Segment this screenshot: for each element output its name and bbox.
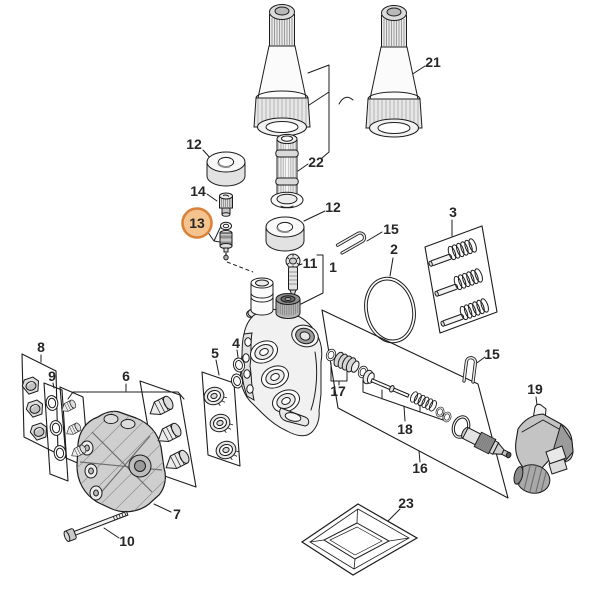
part-5-kit-box	[201, 371, 241, 467]
part-9-kit-box	[43, 382, 69, 482]
part-label-10[interactable]: 10	[119, 533, 135, 549]
part-label-15-bottom[interactable]: 15	[484, 346, 500, 362]
strainer-cone-left	[253, 4, 311, 137]
part-23-gasket-sheet	[300, 503, 419, 576]
part-label-9[interactable]: 9	[48, 368, 56, 384]
part-label-6[interactable]: 6	[122, 368, 130, 384]
part-label-5[interactable]: 5	[211, 345, 219, 361]
highlight-circle-part-13[interactable]	[181, 207, 213, 239]
part-7-crankcase	[76, 410, 166, 513]
part-label-17[interactable]: 17	[330, 383, 346, 399]
part-label-12-left[interactable]: 12	[186, 136, 202, 152]
part-label-14[interactable]: 14	[190, 183, 206, 199]
part-label-3[interactable]: 3	[449, 204, 457, 220]
part-12-grommet-right	[265, 216, 305, 252]
part-13-valve-kit	[219, 221, 233, 261]
part-2-oring	[364, 276, 416, 344]
part-label-18[interactable]: 18	[397, 421, 413, 437]
part-16-unloader-valve	[451, 415, 512, 459]
part-label-2[interactable]: 2	[390, 241, 398, 257]
part-label-7[interactable]: 7	[173, 506, 181, 522]
pump-head-body	[239, 306, 323, 437]
part-18-piston-rod-set	[362, 369, 453, 424]
part-22-filter	[270, 133, 304, 209]
part-14-valve	[219, 192, 233, 217]
part-15-clip-top	[335, 231, 367, 255]
part-8-cap-kit	[20, 375, 50, 442]
pump-inlet-fittings	[250, 277, 301, 319]
part-17-seal-set	[324, 347, 370, 380]
part-label-23[interactable]: 23	[398, 495, 414, 511]
part-label-21[interactable]: 21	[425, 54, 441, 70]
part-15-clip-bottom	[462, 356, 478, 384]
part-3-piston-spring-kit	[428, 237, 491, 327]
part-19-pressure-switch	[513, 403, 574, 494]
part-12-grommet-left	[206, 151, 246, 187]
part-label-19[interactable]: 19	[527, 381, 543, 397]
part-3-kit-box	[424, 225, 498, 334]
part-label-22[interactable]: 22	[308, 154, 324, 170]
part-label-12-right[interactable]: 12	[325, 199, 341, 215]
part-label-16[interactable]: 16	[412, 460, 428, 476]
part-10-bolt	[63, 510, 129, 543]
part-label-15-top[interactable]: 15	[383, 221, 399, 237]
part-label-13[interactable]: 13	[189, 215, 205, 231]
part-label-4[interactable]: 4	[232, 335, 240, 351]
part-label-8[interactable]: 8	[37, 339, 45, 355]
part-11-valve	[285, 253, 301, 300]
part-16-kit-box	[321, 309, 509, 499]
part-21-strainer-cone	[365, 5, 423, 138]
part-label-1[interactable]: 1	[329, 259, 337, 275]
part-label-11[interactable]: 11	[303, 255, 318, 271]
